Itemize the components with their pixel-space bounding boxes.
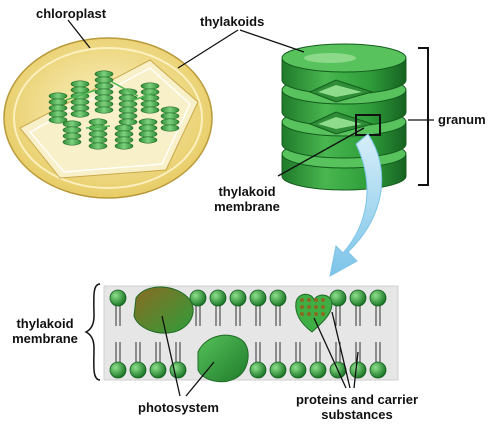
membrane-brace <box>84 283 101 381</box>
proteins-carrier-label: proteins and carrier substances <box>282 392 432 422</box>
mini-granum <box>114 124 134 150</box>
lipid-head <box>269 361 287 379</box>
thylakoid-membrane-top-line1: thylakoid <box>218 184 276 199</box>
granum-label: granum <box>438 112 486 127</box>
mini-granum <box>48 92 68 124</box>
photosystem-label: photosystem <box>138 400 219 415</box>
lipid-head <box>169 361 187 379</box>
proteins-carrier-line2: substances <box>321 407 393 422</box>
photosystem-protein-upper <box>133 286 194 334</box>
chloroplast-label: chloroplast <box>36 6 107 21</box>
thylakoid-membrane-left-line1: thylakoid <box>16 316 74 331</box>
lipid-head <box>209 289 227 307</box>
lipid-head <box>349 289 367 307</box>
lipid-head <box>309 361 327 379</box>
mini-granum <box>138 118 158 144</box>
granum-stack <box>281 43 407 191</box>
lipid-head <box>109 361 127 379</box>
proteins-carrier-line1: proteins and carrier <box>295 392 419 407</box>
granum-bracket <box>418 47 429 186</box>
lipid-head <box>249 361 267 379</box>
lipid-head <box>349 361 367 379</box>
photosystem-protein-lower <box>197 334 249 383</box>
mini-granum <box>140 82 160 114</box>
mini-granum <box>94 70 114 114</box>
lipid-head <box>149 361 167 379</box>
mini-granum <box>160 106 180 132</box>
zoom-arrow <box>329 133 383 277</box>
chloroplast-grana <box>48 70 180 150</box>
lipid-head <box>369 289 387 307</box>
lipid-head <box>289 361 307 379</box>
pointer-lines <box>67 19 434 397</box>
lipid-head <box>369 361 387 379</box>
thylakoid-membrane-label-left: thylakoid membrane <box>2 316 88 346</box>
lipid-head <box>249 289 267 307</box>
thylakoid-membrane-label-top: thylakoid membrane <box>202 184 292 214</box>
thylakoid-membrane-left-line2: membrane <box>12 331 78 346</box>
membrane-bilayer <box>103 285 399 383</box>
mini-granum <box>62 120 82 146</box>
lipid-head <box>129 361 147 379</box>
thylakoid-membrane-top-line2: membrane <box>214 199 280 214</box>
lipid-head <box>269 289 287 307</box>
lipid-head <box>229 289 247 307</box>
thylakoids-label: thylakoids <box>200 14 265 29</box>
lipid-head <box>109 289 127 307</box>
mini-granum <box>88 118 108 150</box>
lipid-head <box>189 289 207 307</box>
carrier-protein <box>295 293 333 333</box>
chloroplast-illustration <box>3 37 213 199</box>
